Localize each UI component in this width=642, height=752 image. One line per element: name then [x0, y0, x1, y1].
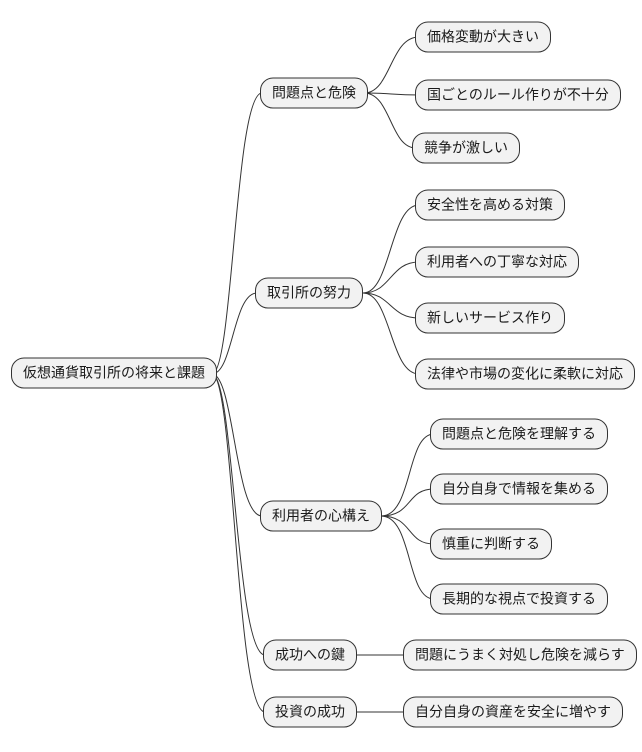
child-node-long-term-investment: 長期的な視点で投資する — [430, 583, 608, 615]
child-node-flexible-response: 法律や市場の変化に柔軟に対応 — [415, 358, 635, 390]
edge-problems-to-price-volatility — [363, 36, 420, 94]
edge-problems-to-insufficient-rules — [363, 92, 420, 96]
child-node-understand-risks: 問題点と危険を理解する — [430, 418, 608, 450]
branch-node-key-to-success: 成功への鍵 — [263, 639, 357, 671]
branch-node-problems-risks: 問題点と危険 — [260, 77, 368, 109]
child-node-price-volatility: 価格変動が大きい — [415, 21, 551, 53]
edge-root-to-problems-risks — [211, 92, 263, 375]
edge-root-to-exchange-efforts — [211, 292, 258, 375]
child-node-new-services: 新しいサービス作り — [415, 302, 565, 334]
edge-root-to-investment-success — [211, 373, 266, 713]
child-node-safety-measures: 安全性を高める対策 — [415, 189, 565, 221]
child-node-grow-assets-safely: 自分自身の資産を安全に増やす — [403, 696, 623, 728]
edge-efforts-to-careful-user-support — [362, 261, 420, 294]
child-node-gather-information: 自分自身で情報を集める — [430, 473, 608, 505]
child-node-judge-carefully: 慎重に判断する — [430, 528, 552, 560]
root-node: 仮想通貨取引所の将来と課題 — [11, 357, 217, 389]
branch-node-exchange-efforts: 取引所の努力 — [255, 277, 363, 309]
child-node-insufficient-rules: 国ごとのルール作りが不十分 — [415, 79, 621, 111]
edge-efforts-to-new-services — [362, 292, 420, 319]
edge-root-to-user-mindset — [211, 373, 263, 517]
edge-mindset-to-judge-carefully — [380, 515, 435, 545]
child-node-careful-user-support: 利用者への丁寧な対応 — [415, 246, 579, 278]
edge-mindset-to-gather-information — [380, 488, 435, 517]
child-node-handle-problems-reduce-risk: 問題にうまく対処し危険を減らす — [403, 639, 637, 671]
edge-problems-to-intense-competition — [363, 92, 417, 149]
child-node-intense-competition: 競争が激しい — [412, 132, 520, 164]
edge-root-to-key-to-success — [211, 373, 266, 656]
edge-mindset-to-long-term-investment — [380, 515, 435, 600]
branch-node-investment-success: 投資の成功 — [263, 696, 357, 728]
edge-efforts-to-safety-measures — [362, 204, 420, 294]
branch-node-user-mindset: 利用者の心構え — [260, 500, 382, 532]
edge-mindset-to-understand-risks — [380, 433, 435, 517]
edge-efforts-to-flexible-response — [362, 292, 420, 375]
